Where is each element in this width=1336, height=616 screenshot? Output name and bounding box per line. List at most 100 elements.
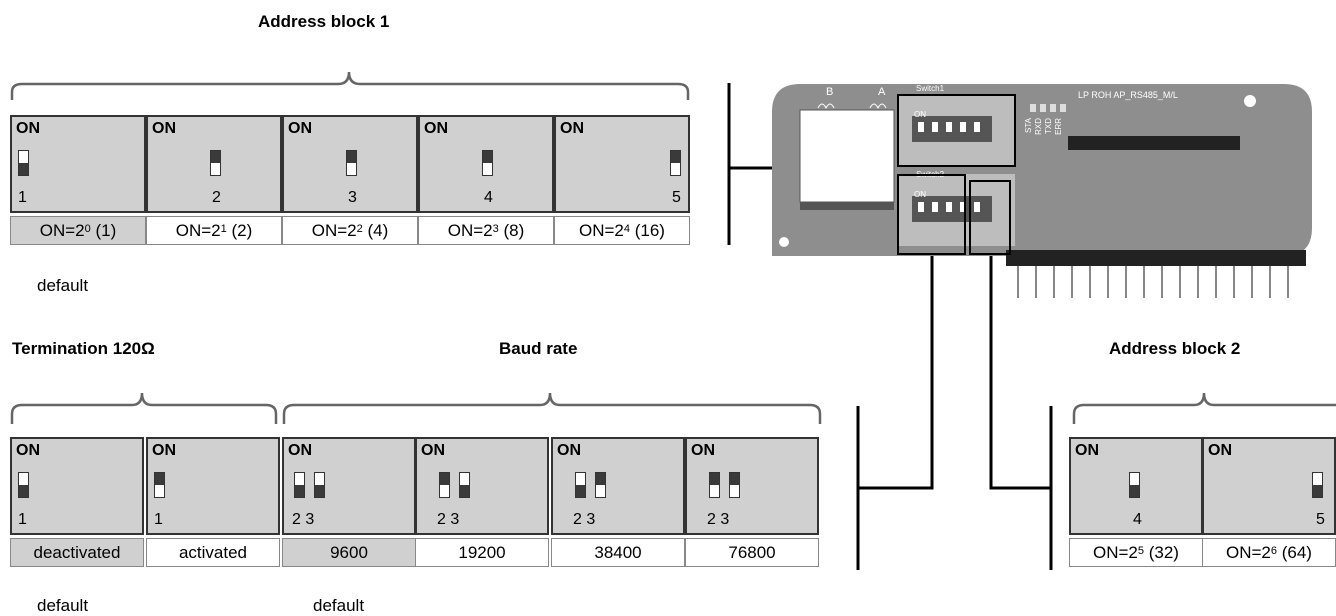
brace-termination (10, 392, 278, 424)
value-label: activated (146, 538, 280, 567)
on-label: ON (1075, 442, 1099, 459)
board-switch1-label: Switch1 (916, 84, 945, 93)
dip-switch-lever (211, 151, 220, 163)
dip-switch-lever (19, 485, 28, 497)
dip-switch-lever (671, 151, 680, 163)
value-label-exponent: 0 (84, 222, 91, 235)
dip-switch-lever (19, 163, 28, 175)
value-label: 38400 (551, 538, 685, 567)
dip-switch-lever (1313, 485, 1322, 497)
switch-number: 1 (154, 511, 163, 528)
dip-switch-on (595, 472, 606, 498)
baud-rate-title: Baud rate (499, 339, 578, 358)
on-label: ON (557, 442, 581, 459)
value-label-exponent: 4 (623, 222, 631, 235)
board-led-sta: STA (1024, 118, 1033, 133)
dip-switch-lever (315, 485, 324, 497)
dip-cell: ON 2 3 (282, 437, 416, 535)
board-terminal-a: A (878, 86, 886, 98)
switch-number: 3 (348, 189, 357, 206)
on-label: ON (560, 120, 584, 137)
dip-switch-lever (440, 473, 449, 485)
on-label: ON (424, 120, 448, 137)
on-label: ON (288, 442, 312, 459)
switch-number: 2 3 (437, 511, 460, 528)
value-label-decimal: (32) (1144, 542, 1179, 562)
switch-number: 1 (18, 511, 27, 528)
on-label: ON (1208, 442, 1232, 459)
dip-cell: ON 1 (10, 115, 146, 213)
default-label-termination: default (37, 596, 89, 615)
brace-baud (282, 392, 822, 424)
dip-switch-off (294, 472, 305, 498)
dip-switch-on (709, 472, 720, 498)
on-label: ON (152, 442, 176, 459)
board-name: LP ROH AP_RS485_M/L (1078, 90, 1178, 100)
dip-cell: ON 2 3 (415, 437, 549, 535)
dip-switch-on (482, 150, 493, 176)
default-label-baud: default (313, 596, 365, 615)
dip-switch-on (670, 150, 681, 176)
board-switch1-on: ON (914, 110, 926, 119)
value-label: deactivated (10, 538, 144, 567)
switch-number: 1 (18, 189, 27, 206)
switch-number: 2 3 (292, 511, 315, 528)
dip-switch-on (729, 472, 740, 498)
switch-number: 2 3 (707, 511, 730, 528)
brace-address-2 (1072, 392, 1336, 424)
value-label-exponent: 5 (1137, 544, 1145, 557)
value-label-base: ON=2 (1226, 542, 1271, 562)
dip-switch-off (1129, 472, 1140, 498)
board-led-txd: TXD (1044, 118, 1053, 134)
dip-switch-off (18, 150, 29, 176)
dip-cell: ON 5 (554, 115, 690, 213)
connector-switch2-left (858, 255, 934, 490)
dip-switch-lever (155, 473, 164, 485)
dip-switch-lever (483, 151, 492, 163)
dip-switch-off (575, 472, 586, 498)
value-label-exponent: 1 (220, 222, 227, 235)
switch-number: 5 (672, 189, 681, 206)
on-label: ON (152, 120, 176, 137)
switch-number: 2 (212, 189, 221, 206)
value-label-decimal: (8) (498, 220, 525, 240)
dip-switch-lever (1130, 485, 1139, 497)
connector-switch2-right (989, 255, 1051, 490)
dip-switch-off (314, 472, 325, 498)
default-label-address: default (37, 276, 89, 295)
on-label: ON (16, 120, 40, 137)
dip-switch-on (439, 472, 450, 498)
dip-switch-on (154, 472, 165, 498)
value-label: 76800 (685, 538, 819, 567)
dip-switch-on (346, 150, 357, 176)
value-label: 9600 (282, 538, 416, 567)
pcb-board-graphic (772, 84, 1312, 298)
dip-switch-lever (576, 485, 585, 497)
value-label-decimal: (1) (90, 220, 117, 240)
value-label-exponent: 2 (356, 222, 363, 235)
on-label: ON (421, 442, 445, 459)
switch2-right-highlight (969, 180, 1011, 255)
board-switch2-on: ON (914, 190, 926, 199)
switch1-highlight (897, 94, 1016, 167)
value-label-decimal: (16) (630, 220, 665, 240)
termination-title: Termination 120Ω (12, 339, 155, 358)
dip-switch-off (1312, 472, 1323, 498)
switch-number: 2 3 (573, 511, 596, 528)
dip-switch-lever (710, 473, 719, 485)
value-label-decimal: (4) (362, 220, 389, 240)
board-led-err: ERR (1054, 118, 1063, 135)
value-label-base: ON=2 (39, 220, 85, 240)
value-label: 19200 (415, 538, 549, 567)
dip-switch-lever (596, 473, 605, 485)
dip-switch-off (18, 472, 29, 498)
